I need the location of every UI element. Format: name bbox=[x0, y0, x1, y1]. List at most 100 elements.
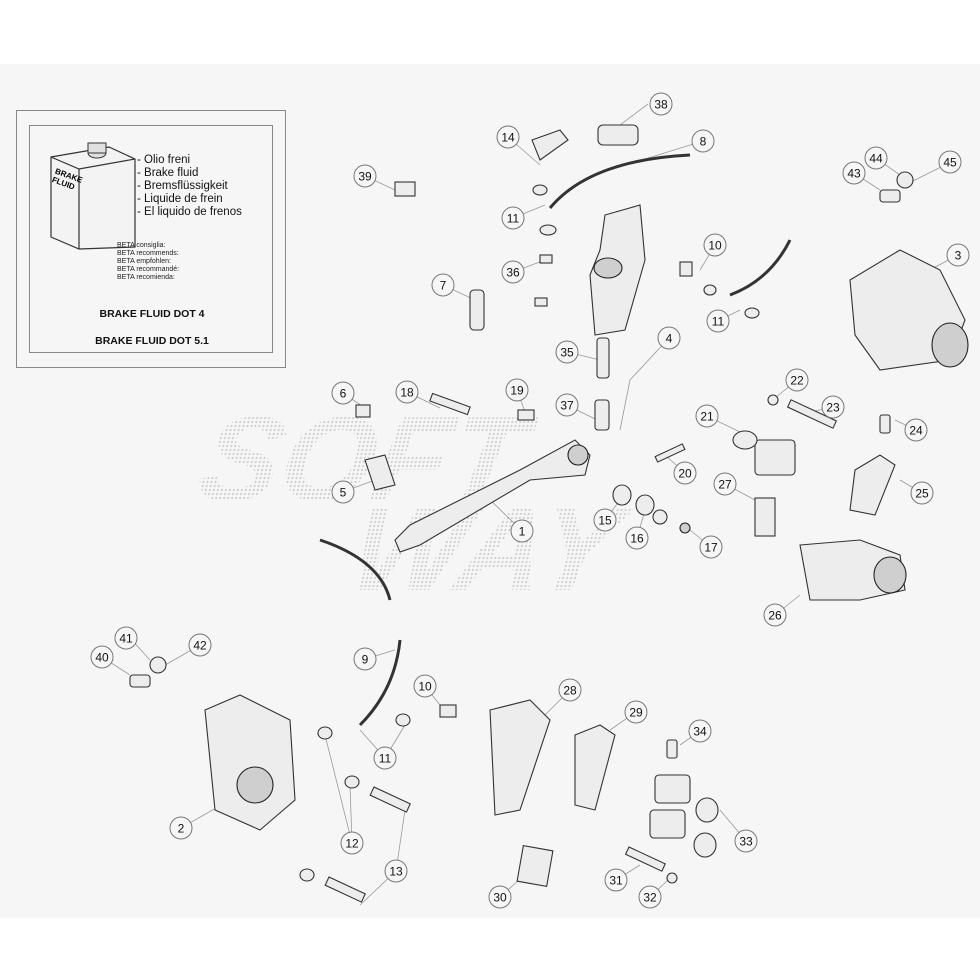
callout-12: 12 bbox=[340, 831, 364, 855]
callout-number: 14 bbox=[501, 131, 515, 145]
callout-28: 28 bbox=[558, 678, 582, 702]
callout-circle bbox=[353, 164, 377, 188]
callout-number: 15 bbox=[598, 514, 612, 528]
recommendation-item: BETA recommandé: bbox=[117, 266, 180, 273]
callout-number: 3 bbox=[955, 249, 962, 263]
callout-circle bbox=[842, 161, 866, 185]
callout-circle bbox=[488, 885, 512, 909]
language-item: - Olio freni bbox=[137, 154, 191, 166]
diagram-sheet: SOFT WAY bbox=[0, 64, 980, 918]
callout-number: 18 bbox=[400, 386, 414, 400]
callout-number: 8 bbox=[700, 135, 707, 149]
bolt-13b bbox=[324, 876, 366, 903]
callout-number: 30 bbox=[493, 891, 507, 905]
callout-circle bbox=[505, 378, 529, 402]
callout-circle bbox=[938, 150, 962, 174]
clevis-37 bbox=[594, 399, 610, 431]
callout-number: 33 bbox=[739, 835, 753, 849]
banjo-14 bbox=[531, 129, 569, 161]
callout-number: 2 bbox=[178, 822, 185, 836]
callout-circle bbox=[496, 125, 520, 149]
callout-7: 7 bbox=[431, 273, 455, 297]
callout-number: 26 bbox=[768, 609, 782, 623]
callout-38: 38 bbox=[649, 92, 673, 116]
callout-circle bbox=[649, 92, 673, 116]
callout-circle bbox=[501, 206, 525, 230]
brake-pad bbox=[574, 724, 616, 811]
callout-18: 18 bbox=[395, 380, 419, 404]
callout-number: 25 bbox=[915, 487, 929, 501]
callout-circle bbox=[785, 368, 809, 392]
callout-circle bbox=[395, 380, 419, 404]
callout-8: 8 bbox=[691, 129, 715, 153]
callout-circle bbox=[638, 885, 662, 909]
callout-44: 44 bbox=[864, 146, 888, 170]
recommendation-item: BETA consiglia: bbox=[117, 242, 166, 249]
callout-35: 35 bbox=[555, 340, 579, 364]
hose-lower-left bbox=[319, 538, 392, 601]
callout-42: 42 bbox=[188, 633, 212, 657]
bleeder-24 bbox=[879, 414, 891, 434]
callout-number: 16 bbox=[630, 532, 644, 546]
callout-number: 10 bbox=[418, 680, 432, 694]
callout-number: 44 bbox=[869, 152, 883, 166]
piston-33a bbox=[654, 774, 691, 804]
callout-number: 42 bbox=[193, 639, 207, 653]
callout-circle bbox=[384, 859, 408, 883]
callout-29: 29 bbox=[624, 700, 648, 724]
callout-number: 24 bbox=[909, 424, 923, 438]
callout-45: 45 bbox=[938, 150, 962, 174]
hose-9 bbox=[358, 639, 402, 727]
callout-circle bbox=[695, 404, 719, 428]
pin-31 bbox=[624, 846, 666, 872]
callout-number: 34 bbox=[693, 725, 707, 739]
callout-circle bbox=[864, 146, 888, 170]
bracket-5 bbox=[364, 454, 396, 491]
callout-2: 2 bbox=[169, 816, 193, 840]
seal-21 bbox=[732, 430, 758, 450]
callout-circle bbox=[373, 746, 397, 770]
language-item: - El liquido de frenos bbox=[137, 206, 242, 218]
push-rod-35 bbox=[596, 337, 610, 379]
callout-16: 16 bbox=[625, 526, 649, 550]
callout-10: 10 bbox=[413, 674, 437, 698]
callout-number: 12 bbox=[345, 837, 359, 851]
callout-number: 23 bbox=[826, 401, 840, 415]
callout-number: 32 bbox=[643, 891, 657, 905]
callout-circle bbox=[673, 461, 697, 485]
piston-21 bbox=[754, 439, 796, 476]
callout-25: 25 bbox=[910, 481, 934, 505]
callout-4: 4 bbox=[657, 326, 681, 350]
callout-33: 33 bbox=[734, 829, 758, 853]
callout-circle bbox=[555, 393, 579, 417]
hose-upper-right bbox=[729, 239, 792, 297]
callout-number: 28 bbox=[563, 684, 577, 698]
pin-23 bbox=[786, 399, 838, 429]
callout-number: 13 bbox=[389, 865, 403, 879]
callout-circle bbox=[501, 260, 525, 284]
fluid-spec-dot51: BRAKE FLUID DOT 5.1 bbox=[95, 335, 209, 347]
callout-number: 10 bbox=[708, 239, 722, 253]
callout-circle bbox=[699, 535, 723, 559]
callout-circle bbox=[691, 129, 715, 153]
brake-fluid-can-icon bbox=[50, 142, 136, 250]
callout-number: 27 bbox=[718, 478, 732, 492]
callout-circle bbox=[821, 395, 845, 419]
callout-number: 31 bbox=[609, 874, 623, 888]
callout-number: 41 bbox=[119, 632, 133, 646]
callout-39: 39 bbox=[353, 164, 377, 188]
callout-6: 6 bbox=[331, 381, 355, 405]
callout-circle bbox=[910, 481, 934, 505]
exploded-view-diagram: SOFT WAY bbox=[90, 92, 970, 909]
callout-circle bbox=[114, 626, 138, 650]
callout-31: 31 bbox=[604, 868, 628, 892]
callout-circle bbox=[188, 633, 212, 657]
brake-pedal bbox=[394, 439, 591, 553]
clip-39 bbox=[394, 181, 416, 197]
callout-22: 22 bbox=[785, 368, 809, 392]
callout-number: 36 bbox=[506, 266, 520, 280]
callout-number: 21 bbox=[700, 410, 714, 424]
callout-number: 19 bbox=[510, 384, 524, 398]
recommendation-item: BETA recommends: bbox=[117, 250, 179, 257]
bleeder-34 bbox=[666, 739, 678, 759]
